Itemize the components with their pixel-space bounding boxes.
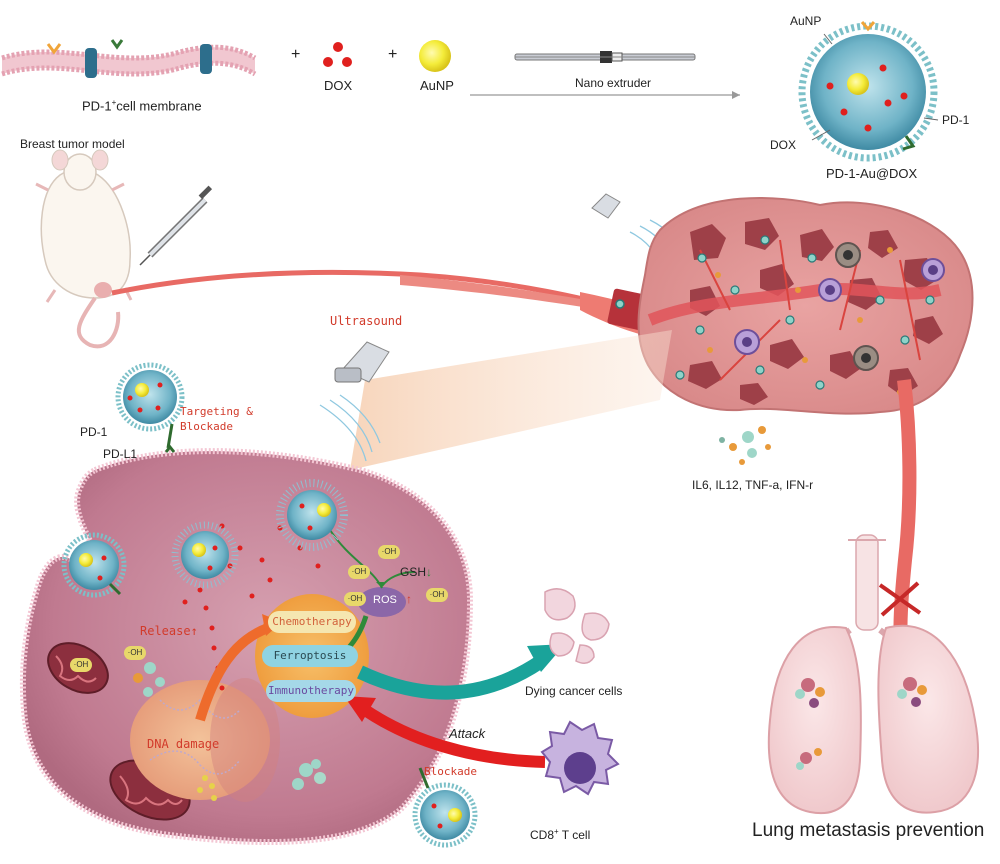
dox-label: DOX [324,78,353,93]
receptor-icon [46,43,62,55]
immune-cell [921,258,945,282]
mouse-illustration [35,149,133,349]
immune-cell [818,278,842,302]
tumor-tissue [637,197,974,415]
plus-sign: + [388,46,398,63]
syringe-icon [139,185,213,266]
pd1-au-dox-nanoparticle [798,21,939,162]
membrane-protein [85,48,97,78]
np-aunp-label: AuNP [790,14,822,28]
release-label: Release↑ [140,624,198,638]
cytokines-label: IL6, IL12, TNF-a, IFN-r [692,478,814,492]
cancer-cell [19,448,474,846]
ros-label: ROS [373,594,397,606]
aunp-label: AuNP [420,78,454,93]
gsh-label: GSH↓ [400,565,433,579]
tumor-spot [94,282,112,298]
metastasis-cluster [897,677,927,707]
dox-dots [323,42,352,67]
membrane-label: PD-1+cell membrane [82,98,202,114]
extruder-label: Nano extruder [575,76,652,90]
particle-cluster [133,662,326,790]
aunp-sphere [419,40,451,72]
oh-radical: ·OH [344,592,366,606]
nano-extruder-icon [514,51,696,63]
targeting-label: Targeting & [180,405,253,418]
ferroptosis-pill: Ferroptosis [262,645,358,667]
dead-cell [835,242,861,268]
attack-arrow [361,705,546,768]
ros-arrow: ↑ [406,592,412,606]
cytokine-cluster [719,426,771,465]
ros-oval [358,587,406,617]
tcell-label: CD8+ T cell [530,827,591,842]
pdl1-label: PD-L1 [103,447,138,461]
oh-radical: ·OH [378,545,400,559]
nanoparticle [171,521,239,589]
model-title: Breast tumor model [20,137,125,151]
plus-sign: + [291,46,301,63]
np-name: PD-1-Au@DOX [826,166,918,181]
attack-label: Attack [449,726,486,741]
pd1-label: PD-1 [80,425,108,439]
cell-membrane-strip [1,39,257,78]
nucleus [130,680,270,800]
np-dox-label: DOX [770,138,797,152]
oh-radical: ·OH [426,588,448,602]
oh-radical: ·OH [124,646,146,660]
lung-illustration [767,534,979,815]
nanoparticle [276,479,348,551]
nanoparticle [115,362,185,453]
dying-label: Dying cancer cells [525,684,623,698]
np-pd1-label: PD-1 [942,113,970,127]
teal-arrow [357,656,544,700]
dying-cells [544,588,610,664]
oh-radical: ·OH [70,658,92,672]
ultrasound-beam [350,330,672,470]
dna-damage-label: DNA damage [147,737,220,751]
immune-cell [734,329,760,355]
chemotherapy-pill: Chemotherapy [268,611,356,633]
pd1-receptor-icon [110,39,124,50]
cd8-t-cell [540,720,620,796]
immunotherapy-pill: Immunotherapy [266,680,356,702]
oh-radical: ·OH [348,565,370,579]
ultrasound-label: Ultrasound [330,314,403,328]
blockade-bottom-label: Blockade [424,765,477,778]
metastasis-cluster [795,678,825,708]
metastasis-cluster [796,748,822,770]
dead-cell [853,345,879,371]
blockade-top-label: Blockade [180,420,233,433]
nanoparticle [412,767,478,848]
blocked-x-icon [878,581,922,617]
ultrasound-probe-icon [319,341,390,462]
nanoparticle [61,532,127,598]
membrane-protein [200,44,212,74]
lung-label: Lung metastasis prevention [752,820,985,841]
